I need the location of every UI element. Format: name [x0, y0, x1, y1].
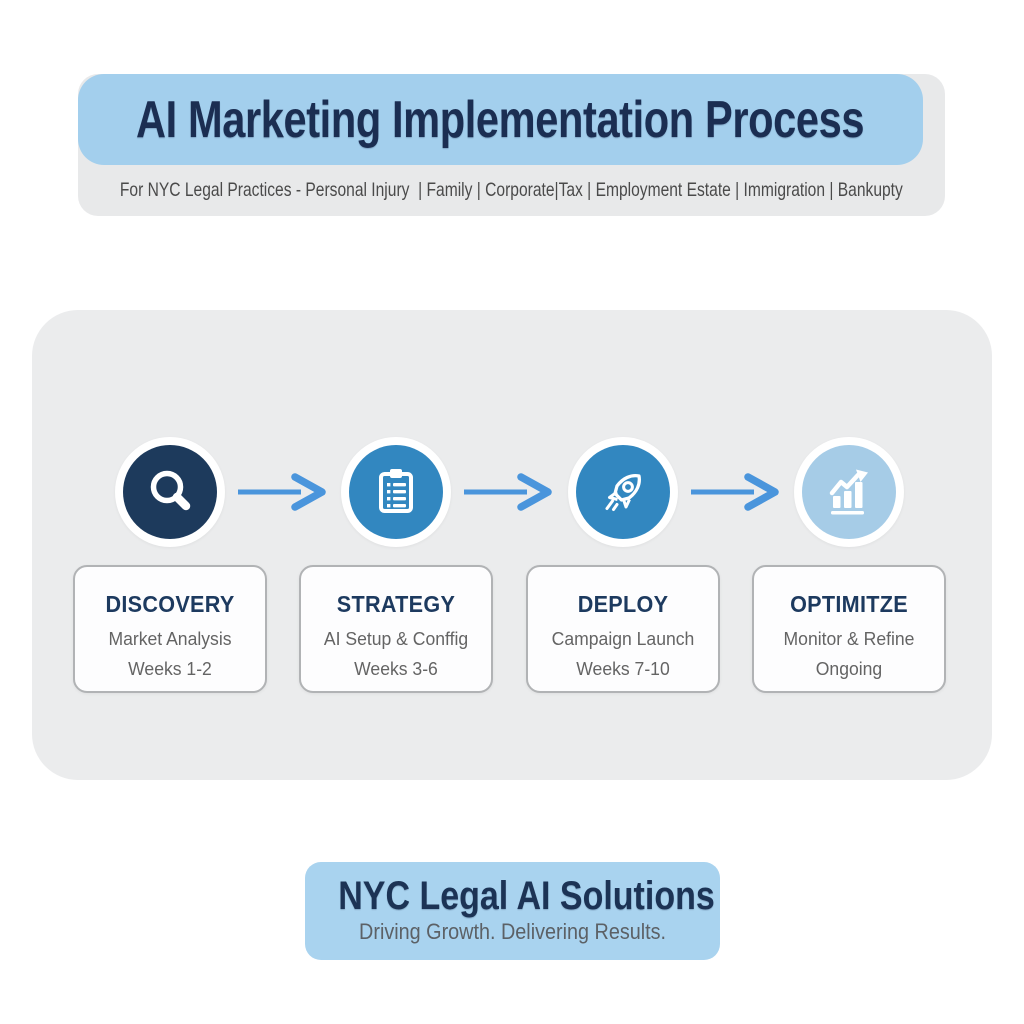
chart-growth-icon	[829, 469, 868, 515]
step-subtitle: Monitor & Refine	[783, 628, 915, 649]
step-title: DISCOVERY	[105, 591, 235, 617]
step-title: OPTIMITZE	[790, 591, 908, 617]
clipboard-icon	[379, 469, 413, 513]
step-duration: Weeks 7-10	[576, 658, 670, 679]
step-circle-fill	[802, 445, 896, 539]
footer-tagline: Driving Growth. Delivering Results.	[358, 919, 666, 944]
step-subtitle: AI Setup & Conffig	[323, 628, 469, 649]
step-card-optimize: OPTIMITZE Monitor & Refine Ongoing	[752, 565, 946, 693]
step-card-strategy: STRATEGY AI Setup & Conffig Weeks 3-6	[299, 565, 493, 693]
step-title: STRATEGY	[336, 591, 456, 617]
step-duration: Weeks 3-6	[354, 658, 438, 679]
step-duration: Weeks 1-2	[128, 658, 212, 679]
header-panel: AI Marketing Implementation Process For …	[78, 74, 945, 216]
header-subtitle-row: For NYC Legal Practices - Personal Injur…	[78, 165, 945, 216]
step-title: DEPLOY	[577, 591, 669, 617]
magnifier-icon	[150, 470, 191, 511]
step-circle-strategy	[341, 437, 451, 547]
step-card-deploy: DEPLOY Campaign Launch Weeks 7-10	[526, 565, 720, 693]
arrow-right-icon	[464, 473, 552, 511]
footer-title: NYC Legal AI Solutions	[338, 874, 715, 918]
step-duration: Ongoing	[815, 658, 883, 679]
page-title: AI Marketing Implementation Process	[136, 90, 865, 149]
step-circle-optimize	[794, 437, 904, 547]
arrow-right-icon	[691, 473, 779, 511]
practice-areas-subtitle: For NYC Legal Practices - Personal Injur…	[120, 179, 903, 201]
step-circle-fill	[576, 445, 670, 539]
step-circle-fill	[123, 445, 217, 539]
process-panel: DISCOVERY Market Analysis Weeks 1-2 STRA…	[32, 310, 992, 780]
step-subtitle: Campaign Launch	[551, 628, 695, 649]
step-subtitle: Market Analysis	[108, 628, 232, 649]
step-circle-deploy	[568, 437, 678, 547]
step-circle-fill	[349, 445, 443, 539]
step-card-discovery: DISCOVERY Market Analysis Weeks 1-2	[73, 565, 267, 693]
rocket-icon	[605, 474, 641, 511]
title-banner: AI Marketing Implementation Process	[78, 74, 923, 165]
step-circle-discovery	[115, 437, 225, 547]
footer-panel: NYC Legal AI Solutions Driving Growth. D…	[305, 862, 720, 960]
arrow-right-icon	[238, 473, 326, 511]
